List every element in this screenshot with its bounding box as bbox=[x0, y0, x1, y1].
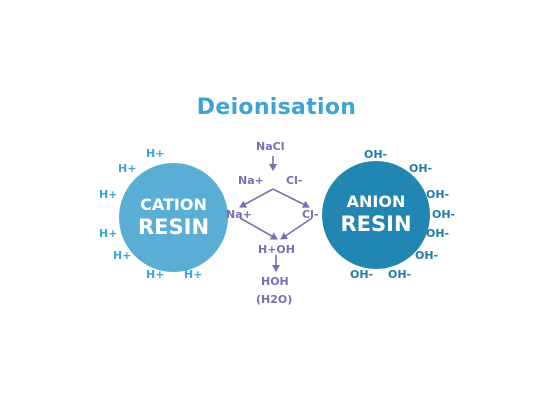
oh-ion: OH- bbox=[415, 249, 439, 262]
nacl-label: NaCl bbox=[256, 140, 285, 153]
cl-side-label: Cl- bbox=[302, 208, 319, 221]
arrow-to-cl bbox=[272, 188, 310, 208]
arrow-to-na bbox=[239, 188, 274, 208]
anion-resin-circle: ANION RESIN bbox=[322, 161, 430, 269]
h-ion: H+ bbox=[184, 268, 203, 281]
cation-label-line2: RESIN bbox=[137, 214, 210, 239]
anion-label-line2: RESIN bbox=[340, 212, 412, 236]
na-top-label: Na+ bbox=[238, 174, 264, 187]
h-oh-label: H+OH bbox=[258, 243, 295, 256]
oh-ion: OH- bbox=[388, 268, 412, 281]
oh-ion: OH- bbox=[409, 162, 433, 175]
arrow-cl-to-hoh bbox=[280, 217, 313, 240]
h-ion: H+ bbox=[118, 162, 137, 175]
cation-label-line1: CATION bbox=[140, 194, 207, 214]
oh-ion: OH- bbox=[432, 208, 456, 221]
h-ion: H+ bbox=[113, 249, 132, 262]
h-ion: H+ bbox=[146, 268, 165, 281]
h-ion: H+ bbox=[146, 147, 165, 160]
anion-label-line1: ANION bbox=[346, 192, 406, 211]
cation-resin-circle: CATION RESIN bbox=[119, 163, 228, 272]
oh-ion: OH- bbox=[350, 268, 374, 281]
arrow-na-to-hoh bbox=[239, 217, 278, 240]
oh-ion: OH- bbox=[426, 188, 450, 201]
na-side-label: Na+ bbox=[226, 208, 252, 221]
diagram-title: Deionisation bbox=[196, 95, 357, 120]
h-ion: H+ bbox=[99, 188, 118, 201]
hoh-label: HOH bbox=[261, 275, 289, 288]
oh-ion: OH- bbox=[426, 227, 450, 240]
cl-top-label: Cl- bbox=[286, 174, 303, 187]
h-ion: H+ bbox=[99, 227, 118, 240]
oh-ion: OH- bbox=[364, 148, 388, 161]
h2o-label: (H2O) bbox=[256, 293, 293, 306]
